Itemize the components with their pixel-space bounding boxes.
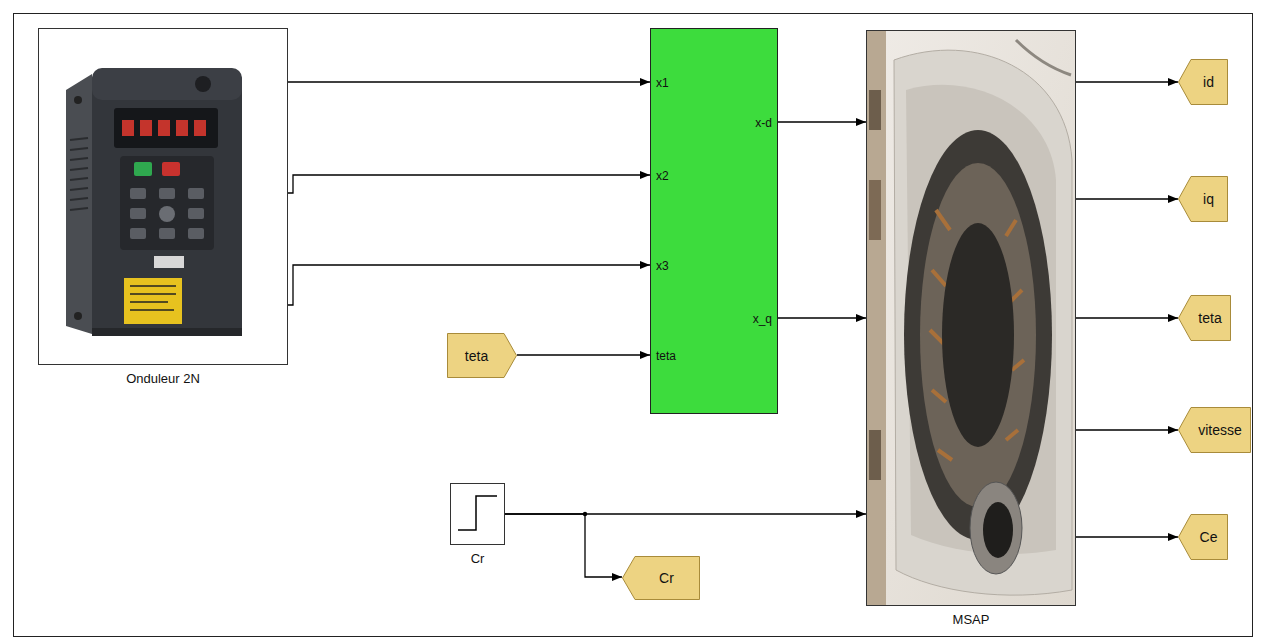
signal-line	[1076, 429, 1178, 430]
tag-label: vitesse	[1198, 422, 1242, 438]
motor-picture	[866, 30, 1076, 606]
port-label: x1	[656, 76, 669, 90]
text-holder: teta	[447, 348, 506, 364]
from-tag: teta	[447, 333, 517, 378]
goto-tag: iq	[1178, 176, 1228, 222]
signal-line	[288, 81, 650, 82]
text-holder: teta	[1189, 310, 1231, 326]
text-holder: teta	[656, 349, 676, 363]
step-block: Cr	[450, 483, 505, 545]
block-label: MSAP	[953, 612, 990, 627]
text-holder: x1	[656, 76, 669, 90]
signal-line	[1076, 198, 1178, 199]
goto-tag: Cr	[622, 556, 700, 600]
tag-shape	[1178, 176, 1228, 222]
signal-line	[288, 265, 650, 305]
goto-tag: Ce	[1178, 514, 1228, 560]
text-holder: MSAP	[787, 612, 1155, 627]
tag-outline	[1179, 408, 1251, 453]
tag-label: Ce	[1200, 529, 1218, 545]
tag-shape	[1178, 59, 1228, 105]
text-holder: Onduleur 2N	[0, 371, 367, 386]
port-label: x_q	[753, 312, 772, 326]
port-label: x3	[656, 259, 669, 273]
text-holder: id	[1189, 74, 1228, 90]
transform-block: x1 x2 x3 teta x-d x_q	[650, 28, 778, 414]
inverter-block: Onduleur 2N	[38, 28, 288, 365]
signal-line	[288, 175, 650, 193]
tag-outline	[448, 334, 517, 378]
text-holder: Cr	[371, 551, 584, 566]
port-label: x-d	[755, 116, 772, 130]
tag-outline	[623, 557, 700, 600]
text-holder: x2	[656, 169, 669, 183]
signal-line	[505, 514, 622, 577]
text-holder: vitesse	[1189, 422, 1251, 438]
goto-tag: vitesse	[1178, 407, 1251, 453]
port-label: x2	[656, 169, 669, 183]
text-holder: x3	[656, 259, 669, 273]
goto-tag: id	[1178, 59, 1228, 105]
tag-label: teta	[1198, 310, 1221, 326]
port-label: teta	[656, 349, 676, 363]
signal-line	[1076, 536, 1178, 537]
block-label: Cr	[471, 551, 485, 566]
tag-outline	[1179, 515, 1228, 560]
tag-label: iq	[1203, 191, 1214, 207]
text-holder: Cr	[633, 570, 700, 586]
tag-label: id	[1203, 74, 1214, 90]
text-holder: iq	[1189, 191, 1228, 207]
motor-block: MSAP	[866, 30, 1076, 606]
tag-outline	[1179, 60, 1228, 105]
tag-outline	[1179, 296, 1231, 341]
block-label: Onduleur 2N	[126, 371, 200, 386]
signal-line	[778, 121, 866, 122]
signal-line	[517, 354, 650, 355]
inverter-picture	[38, 28, 288, 365]
signal-line	[1076, 317, 1178, 318]
step-picture	[450, 483, 505, 545]
tag-label: Cr	[659, 570, 674, 586]
text-holder: x_q	[753, 312, 772, 326]
signal-line	[778, 317, 866, 318]
goto-tag: teta	[1178, 295, 1231, 341]
tag-label: teta	[465, 348, 488, 364]
signal-line	[1076, 81, 1178, 82]
text-holder: Ce	[1189, 529, 1228, 545]
text-holder: x-d	[755, 116, 772, 130]
tag-outline	[1179, 177, 1228, 222]
